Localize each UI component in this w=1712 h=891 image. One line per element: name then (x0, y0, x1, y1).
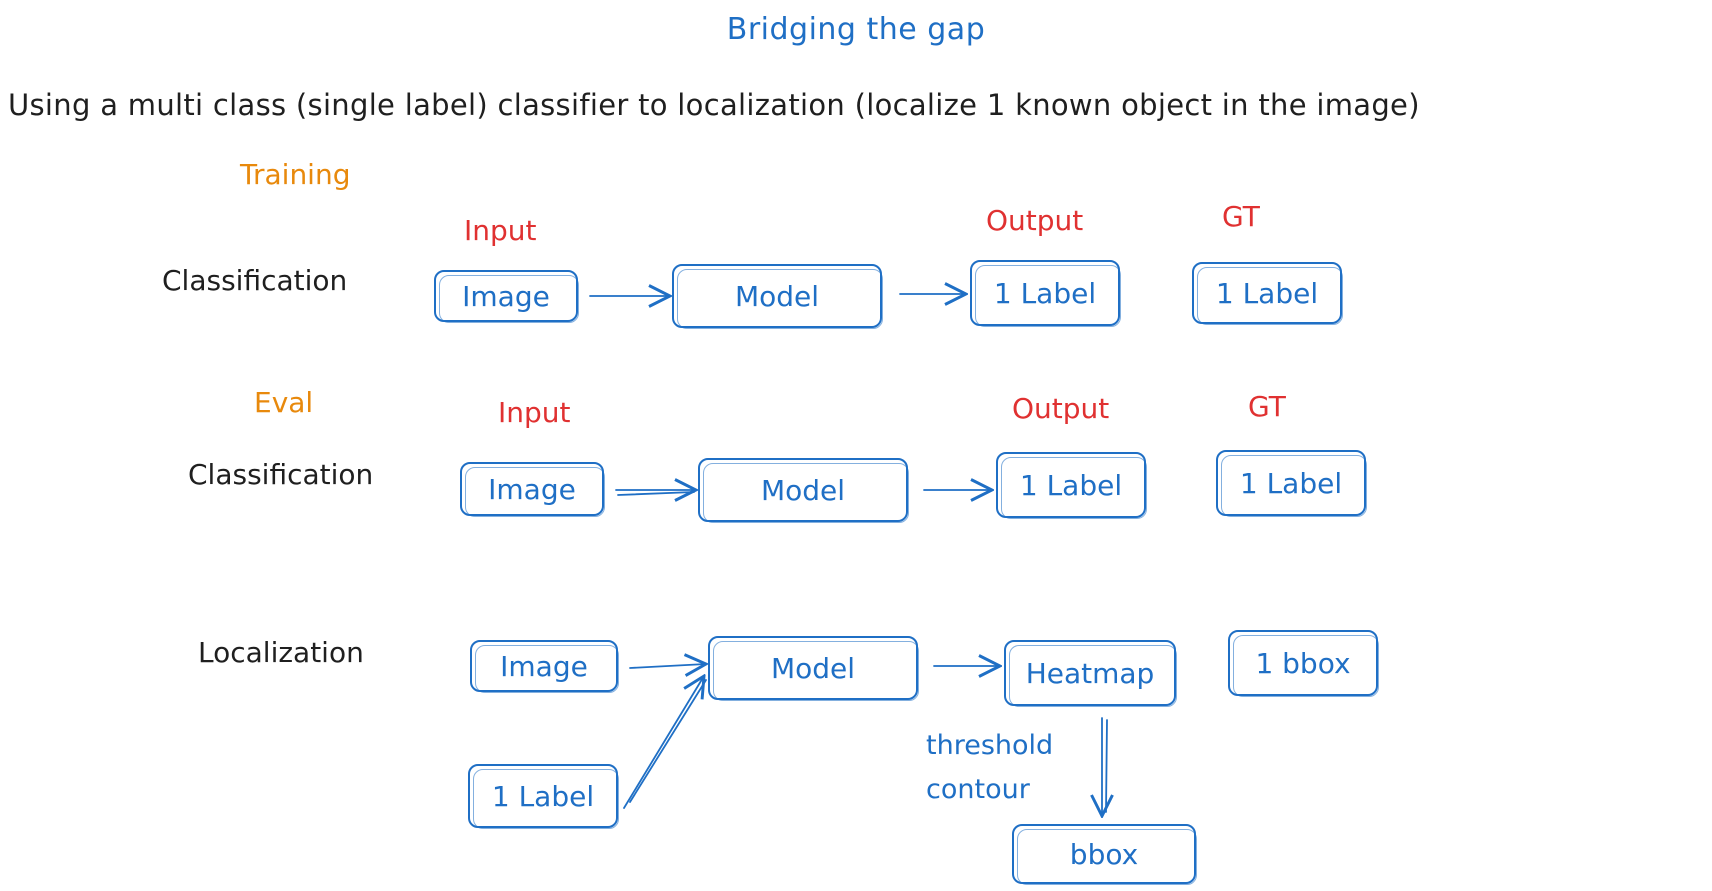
training-header-output: Output (986, 204, 1084, 237)
training-model-text: Model (734, 279, 820, 313)
training-output-label-text: 1 Label (993, 276, 1097, 310)
contour-step-label: contour (926, 774, 1030, 805)
eval-input-image-node: Image (460, 462, 605, 517)
training-gt-label-node: 1 Label (1192, 262, 1343, 325)
diagram-subtitle: Using a multi class (single label) class… (8, 88, 1420, 122)
eval-input-image-text: Image (488, 472, 576, 506)
section-label-eval: Eval (254, 386, 314, 419)
section-label-training: Training (240, 158, 351, 191)
eval-header-input: Input (498, 396, 571, 429)
localization-gt-bbox-text: 1 bbox (1255, 646, 1351, 680)
localization-heatmap-text: Heatmap (1025, 656, 1155, 690)
eval-header-gt: GT (1248, 390, 1286, 423)
training-input-image-text: Image (462, 279, 550, 313)
eval-model-text: Model (760, 473, 846, 507)
localization-arrow-label-to-model (623, 676, 704, 809)
localization-input-image-text: Image (500, 649, 588, 683)
training-header-gt: GT (1222, 200, 1260, 233)
threshold-step-label: threshold (926, 730, 1054, 761)
eval-classification-row-label: Classification (188, 458, 374, 491)
eval-model-node: Model (698, 458, 909, 523)
eval-output-label-text: 1 Label (1019, 468, 1123, 502)
localization-model-text: Model (770, 651, 856, 685)
localization-extra-label-text: 1 Label (491, 779, 595, 813)
training-row-label: Classification (162, 264, 348, 297)
localization-arrow-image-to-model (629, 664, 706, 668)
localization-final-bbox-node: bbox (1012, 824, 1197, 885)
training-model-node: Model (672, 264, 883, 329)
localization-row-label: Localization (198, 636, 364, 669)
training-output-label-node: 1 Label (970, 260, 1121, 327)
eval-gt-label-text: 1 Label (1239, 466, 1343, 500)
training-header-input: Input (464, 214, 537, 247)
diagram-title: Bridging the gap (726, 12, 986, 47)
training-gt-label-text: 1 Label (1215, 276, 1319, 310)
eval-header-output: Output (1012, 392, 1110, 425)
localization-final-bbox-text: bbox (1069, 837, 1139, 871)
